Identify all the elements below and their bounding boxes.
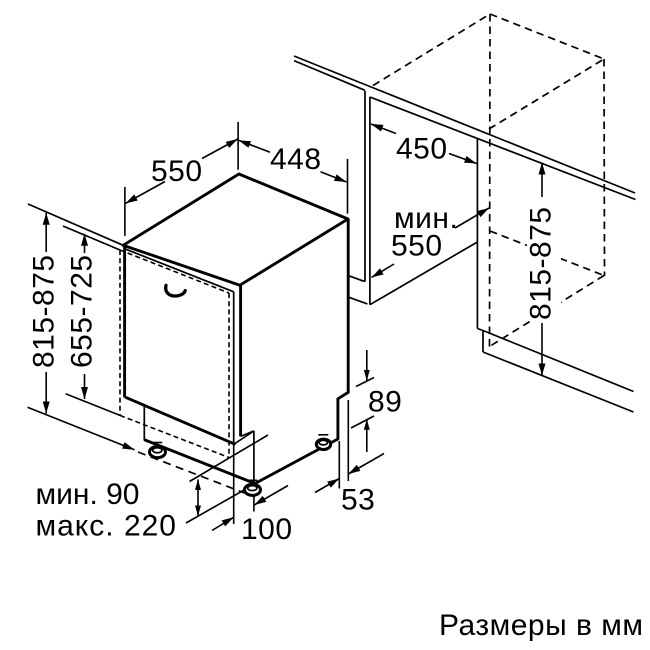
svg-text:550: 550 bbox=[391, 230, 443, 263]
svg-text:450: 450 bbox=[396, 133, 448, 166]
svg-text:Размеры в мм: Размеры в мм bbox=[439, 609, 644, 642]
svg-text:макс. 220: макс. 220 bbox=[36, 510, 178, 543]
svg-text:448: 448 bbox=[270, 143, 322, 176]
svg-text:815-875: 815-875 bbox=[525, 206, 558, 320]
svg-text:мин.: мин. bbox=[394, 202, 458, 235]
svg-text:100: 100 bbox=[241, 513, 293, 546]
svg-text:89: 89 bbox=[368, 386, 402, 419]
svg-text:815-875: 815-875 bbox=[28, 254, 61, 368]
svg-text:мин. 90: мин. 90 bbox=[36, 478, 140, 511]
svg-text:550: 550 bbox=[151, 155, 203, 188]
svg-text:53: 53 bbox=[341, 484, 375, 517]
svg-text:655-725: 655-725 bbox=[66, 254, 99, 368]
